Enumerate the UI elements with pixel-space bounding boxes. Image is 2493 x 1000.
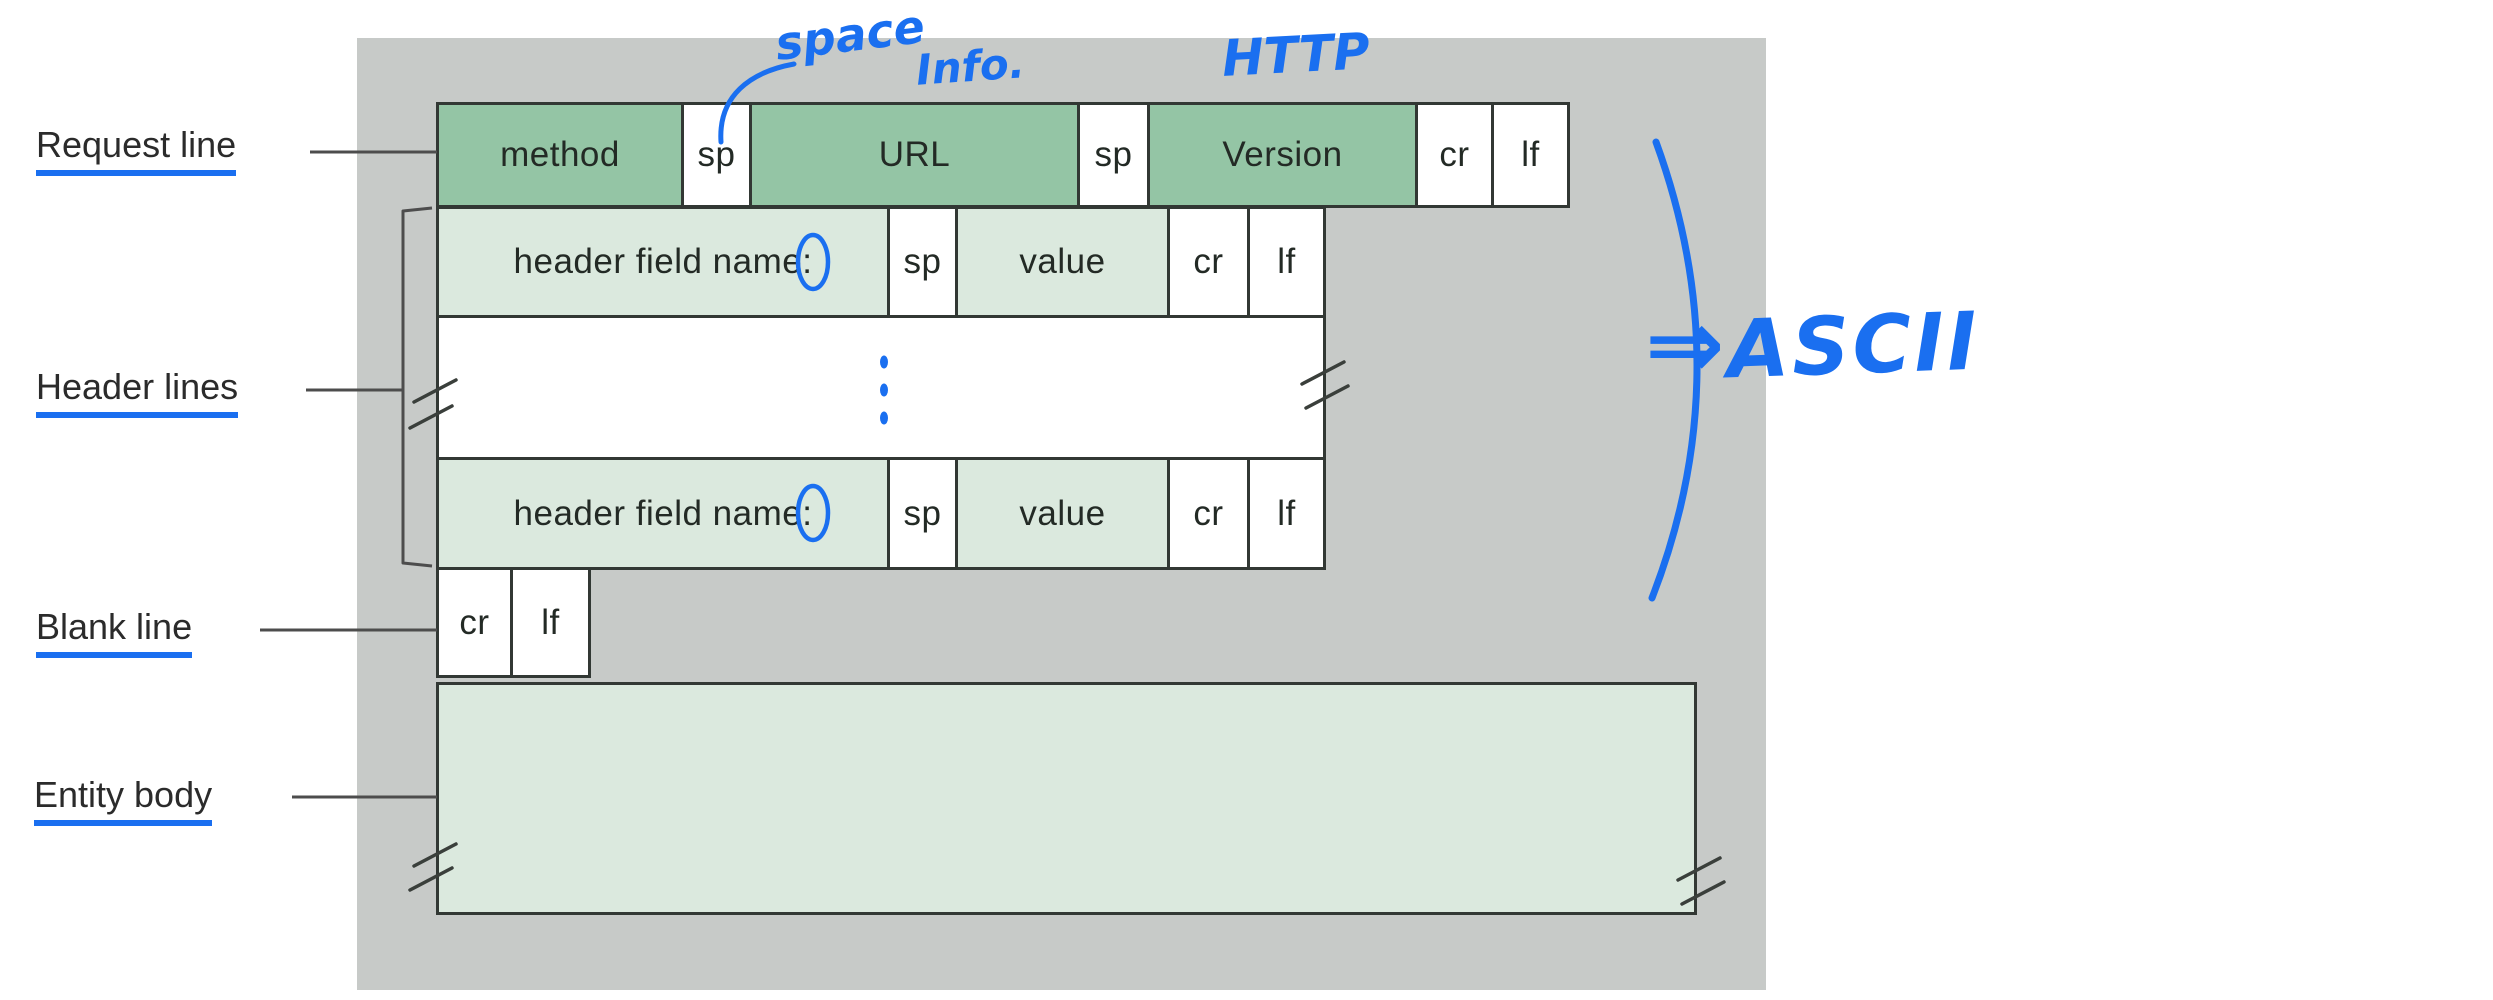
box-lf-1: lf: [1491, 102, 1570, 208]
box-lf-blank-label: lf: [541, 602, 560, 642]
box-sp-1: sp: [681, 102, 752, 208]
box-header-field-name-top: header field name:: [436, 206, 890, 318]
label-entity-body-text: Entity body: [34, 774, 213, 826]
box-sp-2-label: sp: [1094, 135, 1133, 174]
label-blank-line-text: Blank line: [36, 606, 193, 658]
label-request-line-text: Request line: [36, 124, 237, 176]
label-entity-body: Entity body: [34, 774, 213, 826]
handwritten-ascii-text: ASCII: [1725, 294, 1981, 397]
box-cr-1-label: cr: [1439, 135, 1470, 174]
box-cr-2-label: cr: [1193, 242, 1224, 281]
box-lf-3-label: lf: [1277, 493, 1296, 533]
handwritten-info-note: Info.: [914, 38, 1027, 95]
box-lf-2: lf: [1247, 206, 1326, 318]
label-blank-line: Blank line: [36, 606, 193, 658]
label-request-line: Request line: [36, 124, 237, 176]
box-lf-3: lf: [1247, 457, 1326, 570]
box-entity-body: [436, 682, 1697, 915]
box-lf-blank: lf: [510, 567, 591, 678]
box-header-field-name-bottom-label: header field name:: [513, 493, 813, 533]
box-sp-2: sp: [1077, 102, 1150, 208]
box-cr-3-label: cr: [1193, 493, 1224, 533]
label-header-lines: Header lines: [36, 366, 239, 418]
box-lf-1-label: lf: [1521, 135, 1540, 174]
box-lf-2-label: lf: [1277, 242, 1296, 281]
box-cr-blank-label: cr: [459, 602, 490, 642]
box-sp-1-label: sp: [697, 135, 736, 174]
double-arrow-icon: ⇒: [1645, 290, 1725, 400]
box-header-field-name-top-label: header field name:: [513, 242, 813, 281]
box-header-field-name-bottom: header field name:: [436, 457, 890, 570]
box-more-header-lines: [436, 315, 1326, 460]
box-cr-3: cr: [1167, 457, 1250, 570]
box-value-top-label: value: [1019, 242, 1106, 281]
box-url-label: URL: [878, 135, 951, 174]
label-header-lines-text: Header lines: [36, 366, 239, 418]
box-value-top: value: [955, 206, 1170, 318]
box-cr-blank: cr: [436, 567, 513, 678]
box-sp-4-label: sp: [903, 493, 942, 533]
box-version: Version: [1147, 102, 1418, 208]
box-sp-4: sp: [887, 457, 958, 570]
box-method: method: [436, 102, 684, 208]
handwritten-http-note: HTTP: [1220, 22, 1372, 88]
box-url: URL: [749, 102, 1080, 208]
box-sp-3: sp: [887, 206, 958, 318]
box-value-bottom-label: value: [1019, 493, 1106, 533]
handwritten-ascii-note: ⇒ ASCII: [1645, 290, 1981, 400]
box-cr-1: cr: [1415, 102, 1494, 208]
box-version-label: Version: [1222, 135, 1343, 174]
box-cr-2: cr: [1167, 206, 1250, 318]
box-method-label: method: [500, 135, 620, 174]
box-value-bottom: value: [955, 457, 1170, 570]
box-sp-3-label: sp: [903, 242, 942, 281]
